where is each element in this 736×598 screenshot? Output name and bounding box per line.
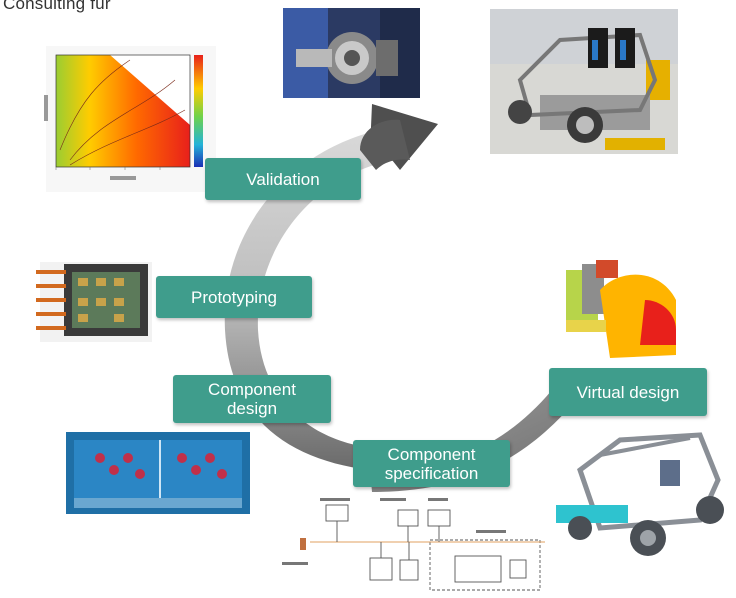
stage-validation: Validation: [205, 158, 361, 200]
stage-component-specification-line1: Component: [387, 444, 476, 464]
system-block-diagram: [282, 498, 545, 591]
stage-component-design-line1: Component: [208, 380, 296, 399]
pcb-layout-drawing: [66, 432, 250, 514]
stage-component-specification: Component specification: [353, 440, 510, 487]
vehicle-frame-cad-model: [556, 432, 724, 556]
stage-component-design: Component design: [173, 375, 331, 423]
stage-component-specification-line2: specification: [384, 463, 479, 483]
stage-component-design-line2: design: [226, 399, 278, 418]
power-electronics-module-photo: [36, 262, 152, 342]
vehicle-chassis-test-photo: [490, 9, 678, 154]
stage-validation-label: Validation: [246, 169, 320, 189]
stage-virtual-design: Virtual design: [549, 368, 707, 416]
header-text: Consulting für: [3, 0, 111, 13]
stage-prototyping-label: Prototyping: [191, 287, 277, 307]
efficiency-heatmap-plot: [44, 46, 216, 192]
cad-component-model: [566, 260, 676, 358]
motor-test-bench-photo: [283, 8, 420, 98]
stage-virtual-design-label: Virtual design: [576, 382, 680, 402]
stage-prototyping: Prototyping: [156, 276, 312, 318]
